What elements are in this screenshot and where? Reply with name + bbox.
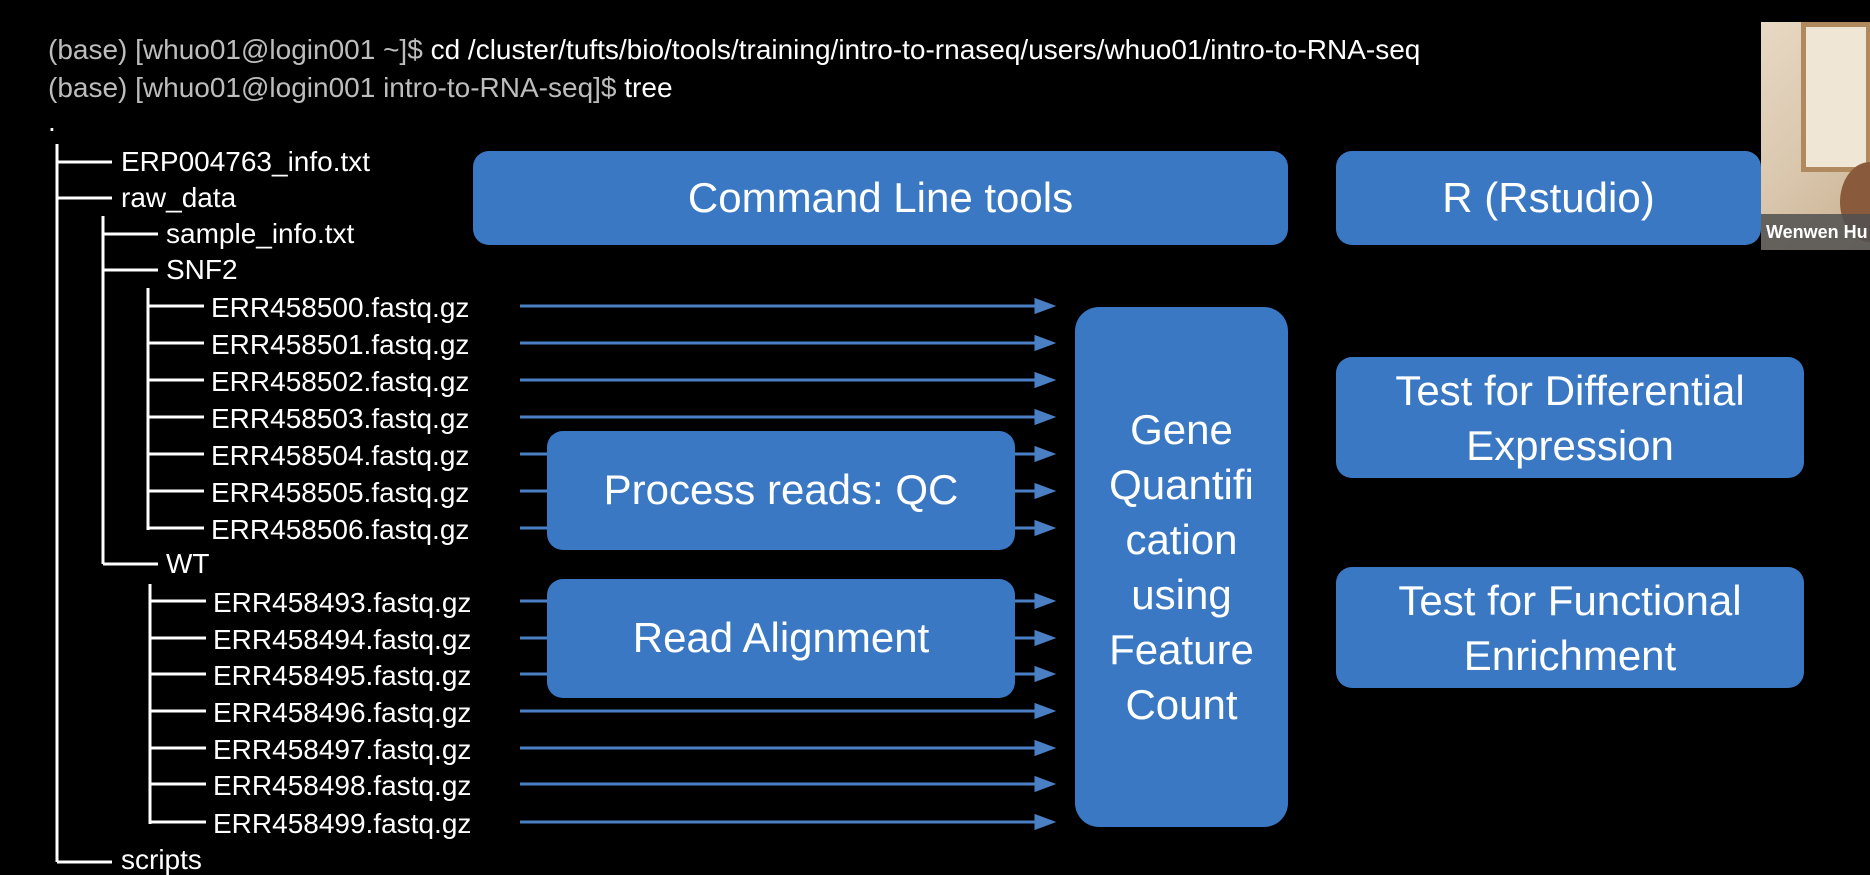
gene-quant-line: cation <box>1125 516 1238 563</box>
wall-picture-frame <box>1801 22 1870 172</box>
tree-file-wt: ERR458495.fastq.gz <box>213 660 472 691</box>
tree-dir-scripts: scripts <box>121 844 202 875</box>
terminal-line-tree: (base) [whuo01@login001 intro-to-RNA-seq… <box>48 72 673 104</box>
flow-arrow <box>520 702 1057 720</box>
tree-file-snf2: ERR458506.fastq.gz <box>211 514 470 545</box>
tree-file-snf2: ERR458502.fastq.gz <box>211 366 470 397</box>
command-line-tools-label: Command Line tools <box>687 173 1074 221</box>
tree-root: . <box>48 106 56 137</box>
gene-quant-line: Count <box>1125 681 1238 728</box>
func-enrich-line: Enrichment <box>1463 631 1677 679</box>
gene-quant-line: Gene <box>1130 406 1233 453</box>
tree-file-wt: ERR458498.fastq.gz <box>213 770 472 801</box>
tree-file-snf2: ERR458504.fastq.gz <box>211 440 470 471</box>
tree-file-wt: ERR458493.fastq.gz <box>213 587 472 618</box>
read-alignment-box: Read Alignment <box>547 579 1015 698</box>
flow-arrow <box>520 813 1057 831</box>
tree-file-sample-info: sample_info.txt <box>166 218 355 249</box>
shell-command: tree <box>624 72 673 103</box>
gene-quant-line: Quantifi <box>1109 461 1254 508</box>
tree-dir-wt: WT <box>166 548 210 579</box>
tree-file-info: ERP004763_info.txt <box>121 146 371 177</box>
differential-expression-box: Test for Differential Expression <box>1336 357 1804 478</box>
flow-arrow <box>520 775 1057 793</box>
tree-file-snf2: ERR458501.fastq.gz <box>211 329 470 360</box>
process-reads-qc-box: Process reads: QC <box>547 431 1015 550</box>
r-studio-label: R (Rstudio) <box>1442 173 1655 221</box>
tree-dir-raw-data: raw_data <box>121 182 237 213</box>
tree-file-snf2: ERR458505.fastq.gz <box>211 477 470 508</box>
read-alignment-label: Read Alignment <box>632 614 930 662</box>
terminal-line-cd: (base) [whuo01@login001 ~]$ cd /cluster/… <box>48 34 1420 66</box>
flow-arrow <box>520 739 1057 757</box>
diff-expr-line: Test for Differential <box>1395 366 1745 414</box>
command-line-tools-box: Command Line tools <box>473 151 1288 245</box>
tree-file-wt: ERR458497.fastq.gz <box>213 734 472 765</box>
gene-quantification-box: Gene Quantifi cation using Feature Count <box>1075 307 1288 827</box>
tree-file-snf2: ERR458500.fastq.gz <box>211 292 470 323</box>
flow-arrow <box>520 371 1057 389</box>
diff-expr-line: Expression <box>1466 421 1674 469</box>
func-enrich-line: Test for Functional <box>1398 576 1742 624</box>
shell-prompt: (base) [whuo01@login001 ~]$ <box>48 34 431 65</box>
shell-command: cd /cluster/tufts/bio/tools/training/int… <box>430 34 1421 65</box>
tree-file-wt: ERR458496.fastq.gz <box>213 697 472 728</box>
gene-quant-line: Feature <box>1109 626 1254 673</box>
tree-file-wt: ERR458494.fastq.gz <box>213 624 472 655</box>
webcam-thumbnail[interactable]: Wenwen Hu <box>1761 22 1870 250</box>
flow-arrow <box>520 297 1057 315</box>
r-studio-box: R (Rstudio) <box>1336 151 1761 245</box>
flow-arrow <box>520 408 1057 426</box>
tree-file-wt: ERR458499.fastq.gz <box>213 808 472 839</box>
process-reads-qc-label: Process reads: QC <box>603 466 959 514</box>
functional-enrichment-box: Test for Functional Enrichment <box>1336 567 1804 688</box>
gene-quant-line: using <box>1131 571 1232 618</box>
flow-arrow <box>520 334 1057 352</box>
participant-name: Wenwen Hu <box>1761 214 1870 250</box>
tree-file-snf2: ERR458503.fastq.gz <box>211 403 470 434</box>
tree-dir-snf2: SNF2 <box>166 254 238 285</box>
shell-prompt: (base) [whuo01@login001 intro-to-RNA-seq… <box>48 72 625 103</box>
